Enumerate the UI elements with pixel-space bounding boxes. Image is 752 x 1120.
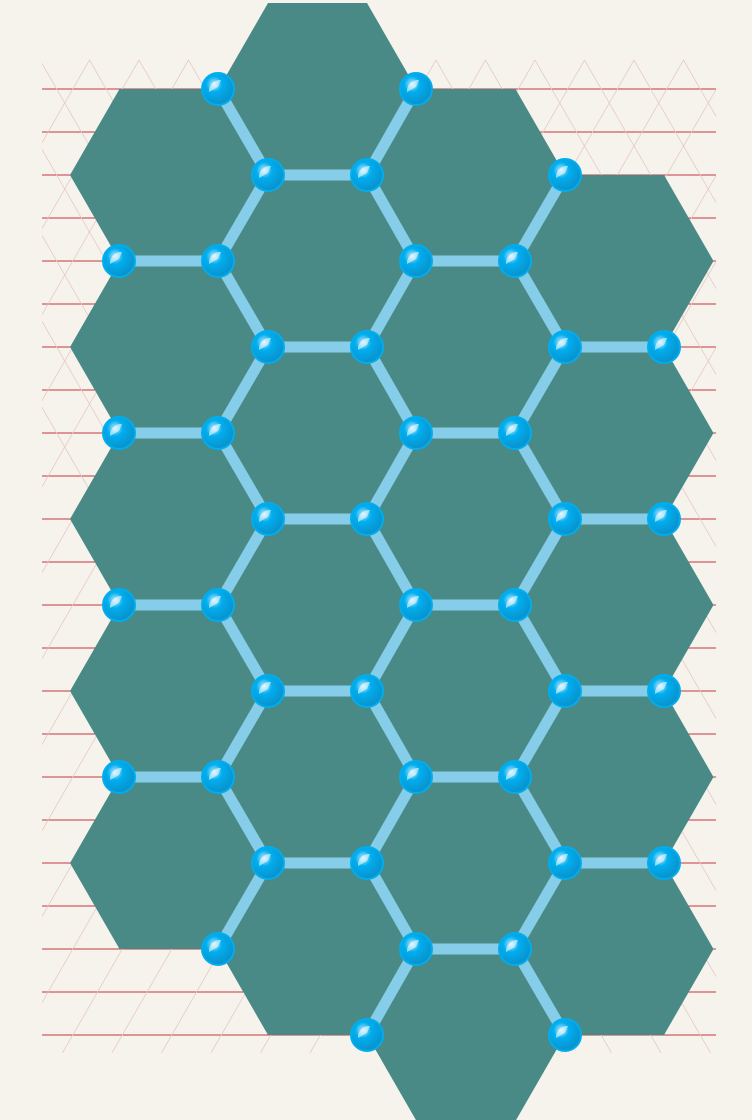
node-disc[interactable] bbox=[103, 417, 135, 449]
node-disc[interactable] bbox=[549, 675, 581, 707]
node-disc[interactable] bbox=[252, 847, 284, 879]
node-disc[interactable] bbox=[351, 847, 383, 879]
vertex-node[interactable] bbox=[351, 503, 383, 535]
vertex-node[interactable] bbox=[202, 73, 234, 105]
vertex-node[interactable] bbox=[252, 331, 284, 363]
node-disc[interactable] bbox=[252, 159, 284, 191]
vertex-node[interactable] bbox=[549, 159, 581, 191]
node-disc[interactable] bbox=[400, 417, 432, 449]
node-disc[interactable] bbox=[549, 847, 581, 879]
vertex-node[interactable] bbox=[648, 675, 680, 707]
vertex-node[interactable] bbox=[351, 331, 383, 363]
node-disc[interactable] bbox=[549, 503, 581, 535]
vertex-node[interactable] bbox=[648, 847, 680, 879]
node-disc[interactable] bbox=[549, 331, 581, 363]
vertex-node[interactable] bbox=[400, 245, 432, 277]
vertex-node[interactable] bbox=[499, 245, 531, 277]
vertex-node[interactable] bbox=[351, 1019, 383, 1051]
vertex-node[interactable] bbox=[549, 503, 581, 535]
node-disc[interactable] bbox=[103, 761, 135, 793]
vertex-node[interactable] bbox=[252, 847, 284, 879]
node-disc[interactable] bbox=[351, 1019, 383, 1051]
vertex-node[interactable] bbox=[351, 159, 383, 191]
vertex-node[interactable] bbox=[252, 675, 284, 707]
vertex-node[interactable] bbox=[400, 589, 432, 621]
node-disc[interactable] bbox=[252, 331, 284, 363]
vertex-node[interactable] bbox=[400, 761, 432, 793]
node-disc[interactable] bbox=[202, 761, 234, 793]
node-disc[interactable] bbox=[351, 503, 383, 535]
node-disc[interactable] bbox=[400, 73, 432, 105]
node-disc[interactable] bbox=[499, 761, 531, 793]
node-disc[interactable] bbox=[549, 159, 581, 191]
vertex-node[interactable] bbox=[202, 417, 234, 449]
node-disc[interactable] bbox=[202, 933, 234, 965]
node-disc[interactable] bbox=[648, 331, 680, 363]
vertex-node[interactable] bbox=[351, 847, 383, 879]
node-disc[interactable] bbox=[202, 589, 234, 621]
node-disc[interactable] bbox=[103, 589, 135, 621]
node-disc[interactable] bbox=[499, 417, 531, 449]
node-disc[interactable] bbox=[202, 417, 234, 449]
node-disc[interactable] bbox=[252, 675, 284, 707]
node-disc[interactable] bbox=[648, 847, 680, 879]
node-disc[interactable] bbox=[103, 245, 135, 277]
vertex-node[interactable] bbox=[499, 417, 531, 449]
node-disc[interactable] bbox=[648, 503, 680, 535]
node-disc[interactable] bbox=[499, 245, 531, 277]
vertex-node[interactable] bbox=[499, 933, 531, 965]
node-disc[interactable] bbox=[202, 245, 234, 277]
vertex-node[interactable] bbox=[202, 245, 234, 277]
vertex-node[interactable] bbox=[202, 761, 234, 793]
node-disc[interactable] bbox=[648, 675, 680, 707]
node-disc[interactable] bbox=[351, 159, 383, 191]
vertex-node[interactable] bbox=[202, 933, 234, 965]
vertex-node[interactable] bbox=[400, 417, 432, 449]
vertex-node[interactable] bbox=[103, 761, 135, 793]
vertex-node[interactable] bbox=[648, 503, 680, 535]
vertex-node[interactable] bbox=[549, 847, 581, 879]
node-disc[interactable] bbox=[252, 503, 284, 535]
node-disc[interactable] bbox=[351, 331, 383, 363]
vertex-node[interactable] bbox=[103, 245, 135, 277]
vertex-node[interactable] bbox=[499, 761, 531, 793]
vertex-node[interactable] bbox=[499, 589, 531, 621]
vertex-node[interactable] bbox=[549, 331, 581, 363]
node-disc[interactable] bbox=[351, 675, 383, 707]
node-disc[interactable] bbox=[499, 589, 531, 621]
vertex-node[interactable] bbox=[252, 503, 284, 535]
vertex-node[interactable] bbox=[400, 933, 432, 965]
vertex-node[interactable] bbox=[103, 417, 135, 449]
node-disc[interactable] bbox=[549, 1019, 581, 1051]
vertex-node[interactable] bbox=[103, 589, 135, 621]
vertex-node[interactable] bbox=[549, 675, 581, 707]
node-disc[interactable] bbox=[202, 73, 234, 105]
vertex-node[interactable] bbox=[400, 73, 432, 105]
node-disc[interactable] bbox=[400, 761, 432, 793]
vertex-node[interactable] bbox=[252, 159, 284, 191]
vertex-node[interactable] bbox=[351, 675, 383, 707]
node-disc[interactable] bbox=[400, 589, 432, 621]
node-disc[interactable] bbox=[499, 933, 531, 965]
vertex-node[interactable] bbox=[648, 331, 680, 363]
node-disc[interactable] bbox=[400, 933, 432, 965]
vertex-node[interactable] bbox=[549, 1019, 581, 1051]
vertex-node[interactable] bbox=[202, 589, 234, 621]
node-disc[interactable] bbox=[400, 245, 432, 277]
